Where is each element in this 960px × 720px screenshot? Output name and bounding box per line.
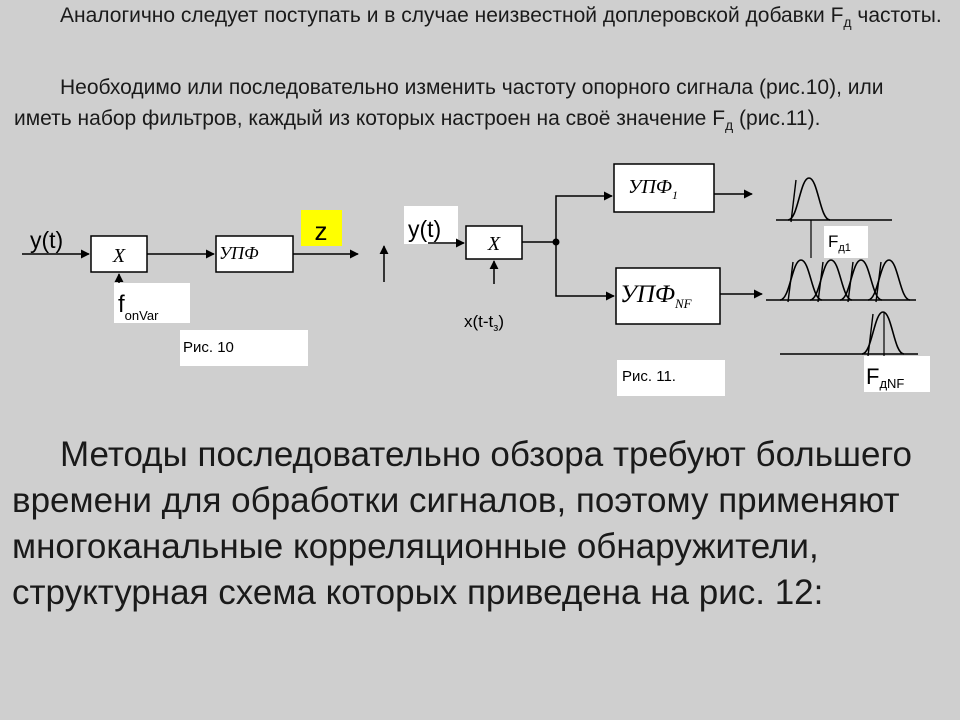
fig10-ref-label: fonVar xyxy=(118,291,159,323)
fdn-label: FдNF xyxy=(866,364,904,391)
fig11-input-bg xyxy=(404,206,458,244)
paragraph-methods: Необходимо или последовательно изменить … xyxy=(14,72,944,136)
fig11-filter1-main: УПФ xyxy=(628,176,672,198)
fd1-sub: д1 xyxy=(838,242,851,254)
fdn-sub: дNF xyxy=(879,376,904,391)
fig10-input-label: y(t) xyxy=(30,227,63,253)
paragraph-methods-tail: (рис.11). xyxy=(733,107,821,130)
fig11-filterN-main: УПФ xyxy=(620,281,675,308)
fig10-ref-main: f xyxy=(118,291,125,318)
paragraph-conclusion: Методы последовательно обзора требуют бо… xyxy=(12,435,912,612)
fig11-caption: Рис. 11. xyxy=(622,368,676,385)
spectrum-last xyxy=(780,311,918,364)
fig11-ref-main: x(t-t xyxy=(464,312,494,331)
fig10-filter-label: УПФ xyxy=(219,243,259,263)
figure-10: y(t) X УПФ z fonVar Рис. 10 xyxy=(22,210,389,366)
paragraph-doppler-tail: частоты. xyxy=(851,4,942,27)
fig10-caption: Рис. 10 xyxy=(183,339,234,356)
fd1-label: Fд1 xyxy=(828,232,851,254)
paragraph-doppler: Аналогично следует поступать и в случае … xyxy=(14,0,944,33)
fig10-caption-bg xyxy=(180,330,308,366)
fig10-ref-sub: onVar xyxy=(125,308,159,323)
fig11-ref-sub: з xyxy=(493,322,498,334)
fig10-output-label: z xyxy=(315,216,328,246)
subscript-d: д xyxy=(725,117,734,133)
fd1-label-bg xyxy=(824,226,868,258)
fig11-branch-top xyxy=(555,191,613,242)
fig11-input-label: y(t) xyxy=(408,216,441,242)
fig11-multiplier-block xyxy=(465,225,523,260)
fig11-filter1-sub: 1 xyxy=(672,188,678,202)
subscript-d: д xyxy=(843,14,852,30)
fdn-main: F xyxy=(866,364,879,389)
fig11-branch-bottom xyxy=(555,242,615,301)
fig11-filter1-label: УПФ1 xyxy=(628,176,678,202)
fig10-filter-block xyxy=(215,235,294,273)
paragraph-doppler-text: Аналогично следует поступать и в случае … xyxy=(60,4,844,27)
fig11-filter1-block xyxy=(613,163,715,213)
fig11-filterN-block xyxy=(615,267,721,325)
fig10-ref-bg xyxy=(114,283,190,323)
fig11-ref-label: x(t-tз) xyxy=(464,312,504,334)
fig11-multiplier-label: X xyxy=(487,233,501,255)
fig10-multiplier-label: X xyxy=(112,245,126,267)
fdn-label-bg xyxy=(864,356,930,392)
fig11-caption-bg xyxy=(617,360,725,396)
fig11-filterN-sub: NF xyxy=(674,296,693,311)
fd1-main: F xyxy=(828,232,838,251)
fig11-ref-tail: ) xyxy=(498,312,504,331)
spectrum-multi xyxy=(766,259,916,303)
paragraph-methods-text: Необходимо или последовательно изменить … xyxy=(14,76,884,130)
figure-11: y(t) X x(t-tз) УПФ1 УПФNF xyxy=(404,163,930,396)
fig10-output-highlight xyxy=(301,210,342,246)
spectrum-single xyxy=(776,177,892,258)
fig11-filterN-label: УПФNF xyxy=(620,281,693,311)
